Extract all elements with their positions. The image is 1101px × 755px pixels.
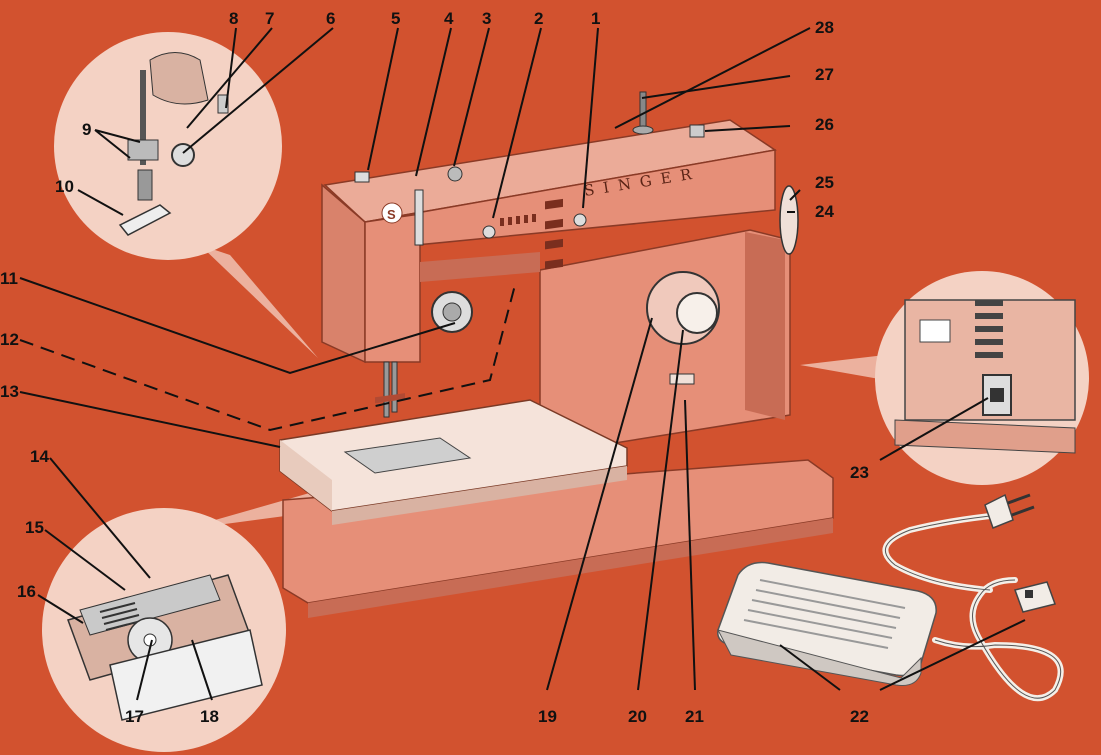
callout-1: 1 [591, 9, 600, 28]
callout-13: 13 [0, 382, 19, 401]
foot-pedal-icon [718, 563, 936, 686]
callout-8: 8 [229, 9, 238, 28]
callout-5: 5 [391, 9, 400, 28]
callout-14: 14 [30, 447, 49, 466]
sewing-machine-icon: SINGER S [280, 92, 833, 618]
callout-12: 12 [0, 330, 19, 349]
callout-28: 28 [815, 18, 834, 37]
callout-24: 24 [815, 202, 834, 221]
power-plug-icon [985, 495, 1034, 528]
callout-16: 16 [17, 582, 36, 601]
callout-19: 19 [538, 707, 557, 726]
callout-7: 7 [265, 9, 274, 28]
appliance-connector-icon [1015, 582, 1055, 612]
power-socket-inset [800, 271, 1089, 485]
callout-11: 11 [0, 269, 18, 288]
callout-10: 10 [55, 177, 74, 196]
callout-18: 18 [200, 707, 219, 726]
brand-badge: S [387, 207, 396, 222]
callout-23: 23 [850, 463, 869, 482]
callout-4: 4 [444, 9, 454, 28]
callout-9: 9 [82, 120, 91, 139]
callout-22: 22 [850, 707, 869, 726]
callout-6: 6 [326, 9, 335, 28]
callout-17: 17 [125, 707, 144, 726]
callout-21: 21 [685, 707, 704, 726]
callout-15: 15 [25, 518, 44, 537]
presser-foot-inset [54, 32, 318, 358]
callout-3: 3 [482, 9, 491, 28]
callout-26: 26 [815, 115, 834, 134]
callout-25: 25 [815, 173, 834, 192]
callout-27: 27 [815, 65, 834, 84]
callout-2: 2 [534, 9, 543, 28]
callout-20: 20 [628, 707, 647, 726]
